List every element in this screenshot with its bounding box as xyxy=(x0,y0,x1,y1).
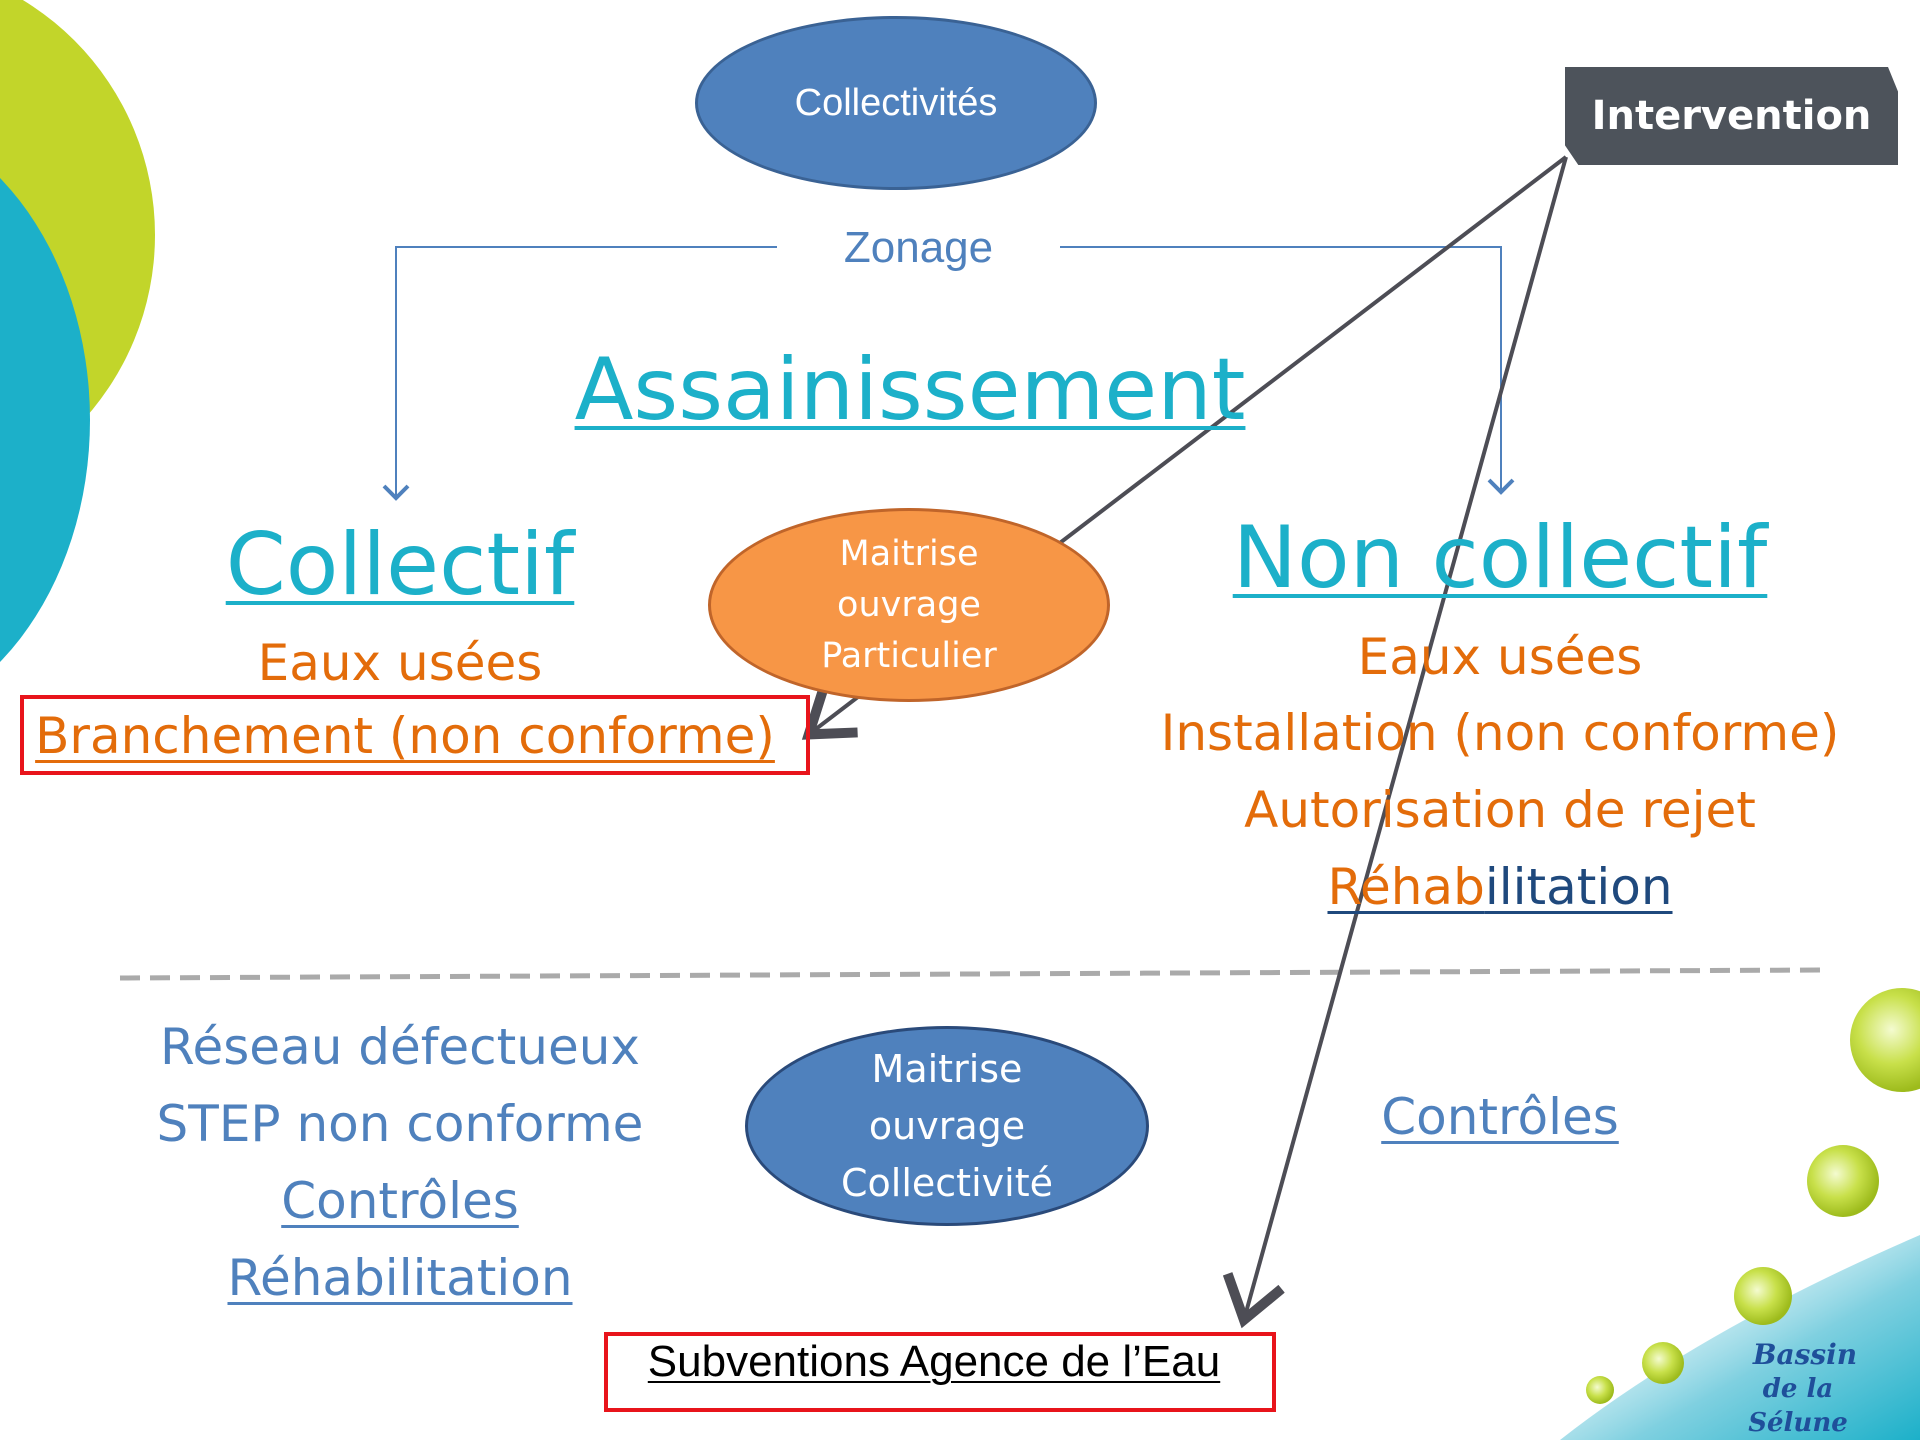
non-collectif-eaux-usees: Eaux usées xyxy=(1357,628,1643,686)
collectivite-line3: Collectivité xyxy=(841,1160,1053,1205)
zonage-left-connector xyxy=(382,246,777,501)
controles-left-link[interactable]: Contrôles xyxy=(281,1172,519,1230)
rehabilitation-left-link[interactable]: Réhabilitation xyxy=(227,1249,573,1307)
collectivites-label: Collectivités xyxy=(794,81,998,124)
collectivites-oval: Collectivités xyxy=(695,16,1097,190)
collectivite-oval: Maitrise ouvrage Collectivité xyxy=(745,1026,1149,1226)
step-non-conforme: STEP non conforme xyxy=(156,1095,644,1153)
decor-bubble xyxy=(1642,1342,1684,1384)
intervention-label: Intervention xyxy=(1591,93,1872,139)
autorisation-rejet: Autorisation de rejet xyxy=(1244,781,1756,839)
arrow-to-subventions xyxy=(1245,156,1568,1316)
decor-bubble xyxy=(1807,1145,1879,1217)
collectivite-line2: ouvrage xyxy=(868,1103,1026,1148)
zonage-label: Zonage xyxy=(843,223,994,272)
bassin-selune-logo: Bassin de la Sélune xyxy=(1735,1338,1875,1438)
decor-teal-circle xyxy=(0,178,90,662)
collectif-heading[interactable]: Collectif xyxy=(225,515,575,615)
decor-bubble xyxy=(1734,1267,1792,1325)
particulier-line2: ouvrage xyxy=(837,584,981,625)
dashed-divider xyxy=(119,967,1821,981)
decor-bubble xyxy=(1850,988,1920,1092)
controles-right-link[interactable]: Contrôles xyxy=(1381,1088,1619,1146)
rehabilitation-nc-link[interactable]: Réhabilitation xyxy=(1150,857,1850,917)
decor-bubble xyxy=(1586,1376,1614,1404)
installation-non-conforme: Installation (non conforme) xyxy=(1160,704,1840,762)
rehabilitation-nc-part2: ilitation xyxy=(1484,858,1673,916)
decor-wave xyxy=(1560,1235,1920,1440)
intervention-tag: Intervention xyxy=(1565,67,1898,165)
particulier-line3: Particulier xyxy=(821,635,997,676)
collectif-eaux-usees: Eaux usées xyxy=(257,634,543,692)
branchement-box xyxy=(20,695,810,775)
branchement-link[interactable]: Branchement (non conforme) xyxy=(35,707,775,765)
logo-line1: Bassin xyxy=(1752,1338,1858,1371)
subventions-link[interactable]: Subventions Agence de l’Eau xyxy=(647,1337,1221,1386)
collectivite-line1: Maitrise xyxy=(871,1046,1023,1091)
logo-line2: de la Sélune xyxy=(1748,1374,1848,1438)
particulier-oval: Maitrise ouvrage Particulier xyxy=(708,508,1110,702)
reseau-defectueux: Réseau défectueux xyxy=(160,1018,640,1076)
subventions-box xyxy=(604,1332,1276,1412)
rehabilitation-nc-part1: Réhab xyxy=(1327,858,1485,916)
non-collectif-heading[interactable]: Non collectif xyxy=(1232,508,1768,608)
page-title[interactable]: Assainissement xyxy=(574,340,1246,440)
zonage-right-connector xyxy=(1060,246,1515,495)
particulier-line1: Maitrise xyxy=(839,533,979,574)
